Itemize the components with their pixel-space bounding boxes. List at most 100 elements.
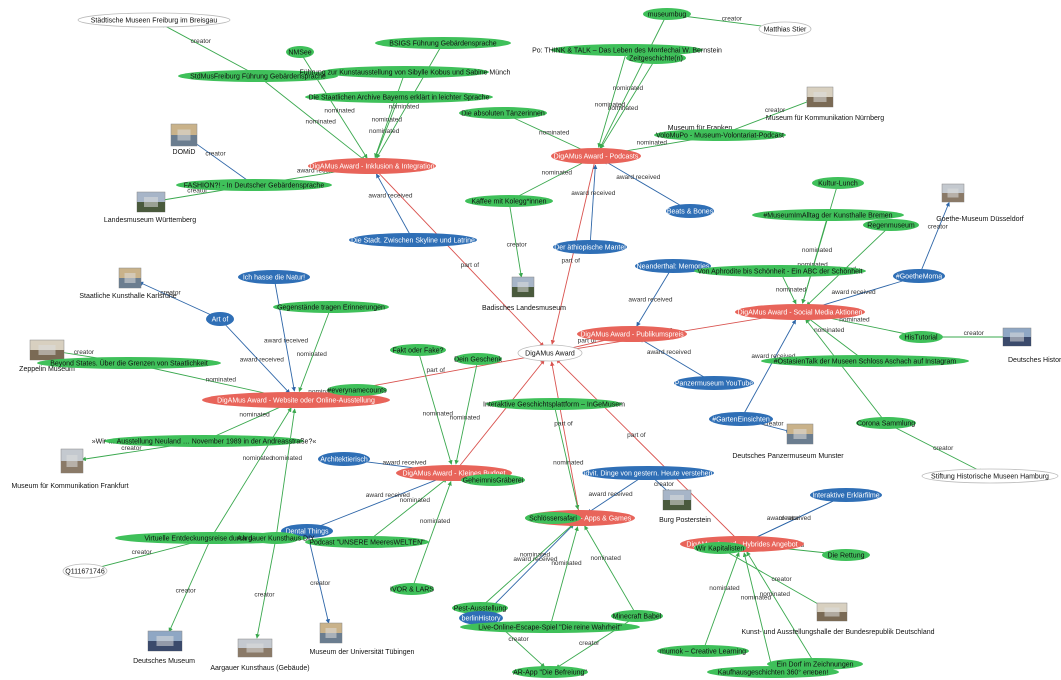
edge-label: nominated [760,591,791,598]
edge-stadtmus-a_inkl [257,75,366,161]
node-label: Matthias Stier [764,26,807,33]
node-skyline[interactable]: Die Stadt. Zwischen Skyline und Latrine [349,233,477,247]
edge-label: part of [578,337,597,344]
node-stadtmus[interactable]: StdMusFreiburg Führung Gebärdensprache [178,70,338,82]
edge-aargdiy-a_web [275,408,297,539]
node-zeichn[interactable]: Ein Dorf im Zeichnungen [767,658,863,670]
node-oster[interactable]: #OstasienTalk der Museen Schloss Aschach… [761,355,969,367]
node-nmsee[interactable]: NMSee [286,46,314,58]
museum-image-img_munster[interactable] [786,423,814,445]
node-schloss[interactable]: Schlössersafari [525,512,581,524]
node-archive[interactable]: Die Staatlichen Archive Bayerns erklärt … [305,91,493,103]
museum-image-img_aarg[interactable] [237,638,273,658]
node-m_shmh[interactable]: Stiftung Historische Museen Hamburg [921,468,1059,484]
edge-label: award received [513,556,557,563]
node-volomupo[interactable]: VoloMuPo - Museum-Volontariat-Podcast [654,129,786,141]
museum-caption: Goethe-Museum Düsseldorf [936,216,1024,223]
node-a_pod[interactable]: DigAMus Award - Podcasts [551,148,641,164]
node-label: Städtische Museen Freiburg im Breisgau [91,17,218,24]
node-mantel[interactable]: Der äthiopische Mantel [553,240,627,254]
node-neander[interactable]: Neanderthal: Memories [635,259,711,273]
museum-image-img_karls[interactable] [118,267,142,289]
node-alltag[interactable]: #MuseumImAlltag der Kunsthalle Bremen [752,209,904,221]
node-beyond[interactable]: Beyond States. Über die Grenzen von Staa… [37,357,221,369]
node-bsigs[interactable]: BSIGS Führung Gebärdensprache [375,37,511,49]
node-kapital[interactable]: Wir Kapitalisten [694,542,746,554]
node-erklaer[interactable]: Interaktive Erklärfilme [810,488,882,502]
node-label: Die Rettung [828,552,865,559]
node-goethe[interactable]: #GoetheMoma [893,269,945,283]
node-aargdiy[interactable]: Aargauer Kunsthaus DIY [237,532,315,544]
node-histag[interactable]: HisTutorial [899,331,943,343]
node-m_stier[interactable]: Matthias Stier [758,21,812,37]
node-mumok[interactable]: mumok – Creative Learning [657,645,749,657]
museum-image-img_dhm[interactable] [1002,327,1032,347]
museum-image-img_dm[interactable] [147,630,183,652]
museum-image-img_tueb[interactable] [319,622,343,644]
edge-kaufhaus-a_hyb [742,552,774,673]
museum-image-img_lmw[interactable] [136,191,166,213]
node-panzer[interactable]: Panzermuseum YouTube [674,376,754,390]
museum-image-img_bonn[interactable] [816,602,848,622]
node-every[interactable]: #everynamecounts [327,384,387,396]
node-kultur[interactable]: Kultur-Lunch [812,177,864,189]
node-neuland[interactable]: »Wir … Ausstellung Neuland … November 19… [92,435,317,447]
node-center[interactable]: DigAMus Award [517,344,583,362]
node-hasse[interactable]: Ich hasse die Natur! [238,270,310,284]
node-taenz[interactable]: Die absoluten Tänzerinnen [459,107,547,119]
node-a_soc[interactable]: DigAMus Award - Social Media Aktionen [735,304,865,320]
node-arapp[interactable]: AR-App "Die Befreiung" [512,666,588,678]
museum-caption: Museum der Universität Tübingen [310,649,415,656]
node-rettung[interactable]: Die Rettung [822,549,870,561]
node-a_pub[interactable]: DigAMus Award - Publikumspreis [577,326,687,342]
node-escape[interactable]: Live-Online-Escape-Spiel "Die reine Wahr… [460,621,640,633]
node-zeitg[interactable]: Zeitgeschichte(n) [626,52,686,64]
node-archit[interactable]: Architektierisch [318,452,370,466]
node-label: BSIGS Führung Gebärdensprache [389,40,497,47]
node-gegen[interactable]: Gegenstände tragen Erinnerungen [273,301,389,313]
node-label: Ein Dorf im Zeichnungen [776,661,853,668]
node-a_web[interactable]: DigAMus Award - Website oder Online-Auss… [202,392,390,408]
node-geschenk[interactable]: Dein Geschenk [454,353,502,365]
node-a_inkl[interactable]: DigAMus Award - Inklusion & Integration [308,158,436,174]
node-fashion[interactable]: FASHION?! - In Deutscher Gebärdensprache [176,179,332,191]
node-kaffee[interactable]: Kaffee mit Kolegg*innen [465,195,553,207]
edge-kaffee-img_bad [508,200,523,278]
node-m_freib[interactable]: Städtische Museen Freiburg im Breisgau [77,12,231,28]
node-label: Der äthiopische Mantel [554,244,626,251]
node-pest[interactable]: Pest-Ausstellung [452,602,508,614]
node-interakt[interactable]: Interaktive Geschichtsplattform – InGeMu… [483,398,625,410]
node-corona[interactable]: Corona Sammlung [856,417,916,429]
node-think[interactable]: Po: THINK & TALK – Das Leben des Mordech… [532,44,722,56]
museum-image-img_zepp[interactable] [29,339,65,361]
edge-zeitg-a_pod [600,57,657,149]
museum-image-img_nbg[interactable] [806,86,834,108]
node-geheim[interactable]: GeheimnisGräberei [461,474,525,486]
node-regen[interactable]: Regenmuseum [863,219,919,231]
node-m_q[interactable]: Q111671746 [62,563,108,579]
node-meeres[interactable]: Podcast "UNSERE MeeresWELTEN" [305,536,429,548]
node-beats[interactable]: Beats & Bones [666,204,714,218]
museum-image-img_domid[interactable] [170,123,198,147]
edge-panzer-a_pub [639,338,715,384]
museum-image-img_goethe[interactable] [941,183,965,203]
edge-label: nominated [400,497,431,504]
museum-image-img_burg[interactable] [662,489,692,511]
node-minecraft[interactable]: Minecraft Babel [611,610,663,622]
node-ivor[interactable]: IVOR & LARS [390,583,434,595]
node-kobus[interactable]: Führung zur Kunstausstellung von Sibylle… [300,66,511,78]
edge-aargdiy-img_aarg [255,537,277,639]
node-artof[interactable]: Art of [206,312,234,326]
node-aphro[interactable]: Von Aphrodite bis Schönheit - Ein ABC de… [694,265,866,277]
node-museumbug[interactable]: museumbug [643,8,691,20]
node-dinge[interactable]: udvit. Dinge von gestern. Heute verstehe… [582,466,715,480]
museum-image-img_ffm[interactable] [60,448,84,474]
node-fakt[interactable]: Fakt oder Fake? [390,344,446,356]
museum-image-img_bad[interactable] [511,276,535,298]
node-berlinh[interactable]: berlinHistory [459,611,503,625]
edge-minecraft-a_apps [584,525,638,617]
node-garten[interactable]: #GartenEinsichten [709,412,773,426]
museum-caption: Deutsches Historisches Museum [1008,357,1061,364]
node-label: IVOR & LARS [390,586,434,593]
